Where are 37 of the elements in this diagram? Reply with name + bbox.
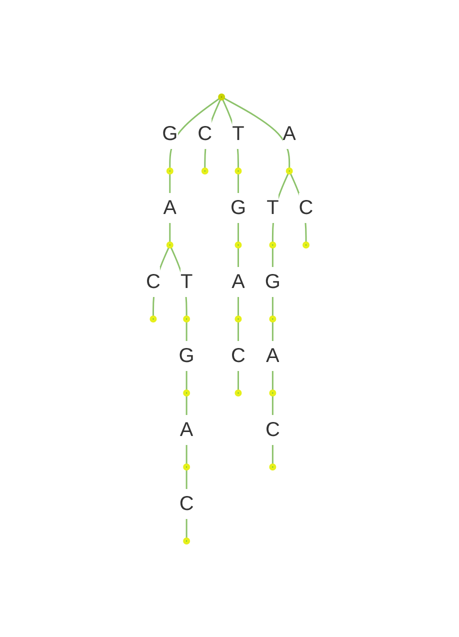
node-circle: [201, 167, 208, 174]
edge-label: A: [180, 418, 194, 440]
edge-label: A: [282, 122, 296, 144]
node-circle: [269, 462, 276, 470]
edge-label: G: [178, 344, 194, 366]
edge-label: A: [266, 344, 280, 366]
edge-label: C: [198, 122, 212, 144]
edge-label: T: [180, 270, 193, 292]
edge-label: A: [163, 196, 176, 218]
edge-label: C: [265, 418, 280, 440]
edge-label: C: [179, 492, 194, 514]
node-circle: [269, 241, 276, 248]
node-circle: [234, 241, 242, 248]
node-circle: [166, 241, 174, 248]
node-circle: [234, 167, 242, 174]
edge-label: A: [231, 270, 245, 292]
node-circle: [218, 93, 225, 100]
edge-label: C: [230, 344, 246, 366]
node-circle: [269, 315, 276, 322]
node-circle: [302, 241, 310, 248]
node-circle: [286, 167, 293, 174]
node-circle: [166, 167, 174, 174]
edge-label: T: [266, 196, 279, 218]
node-circle: [150, 315, 157, 322]
edge-label: G: [162, 122, 178, 144]
node-circle: [234, 315, 242, 322]
node-circle: [182, 536, 190, 544]
edge-label: G: [230, 196, 246, 218]
edge-label: C: [146, 270, 160, 292]
edge-label: C: [298, 196, 314, 218]
node-circle: [182, 315, 190, 322]
edge-label: T: [232, 122, 244, 144]
node-circle: [182, 462, 190, 470]
node-circle: [182, 389, 190, 396]
node-circle: [269, 389, 276, 396]
edge-label: G: [264, 270, 280, 292]
node-circle: [234, 389, 242, 396]
